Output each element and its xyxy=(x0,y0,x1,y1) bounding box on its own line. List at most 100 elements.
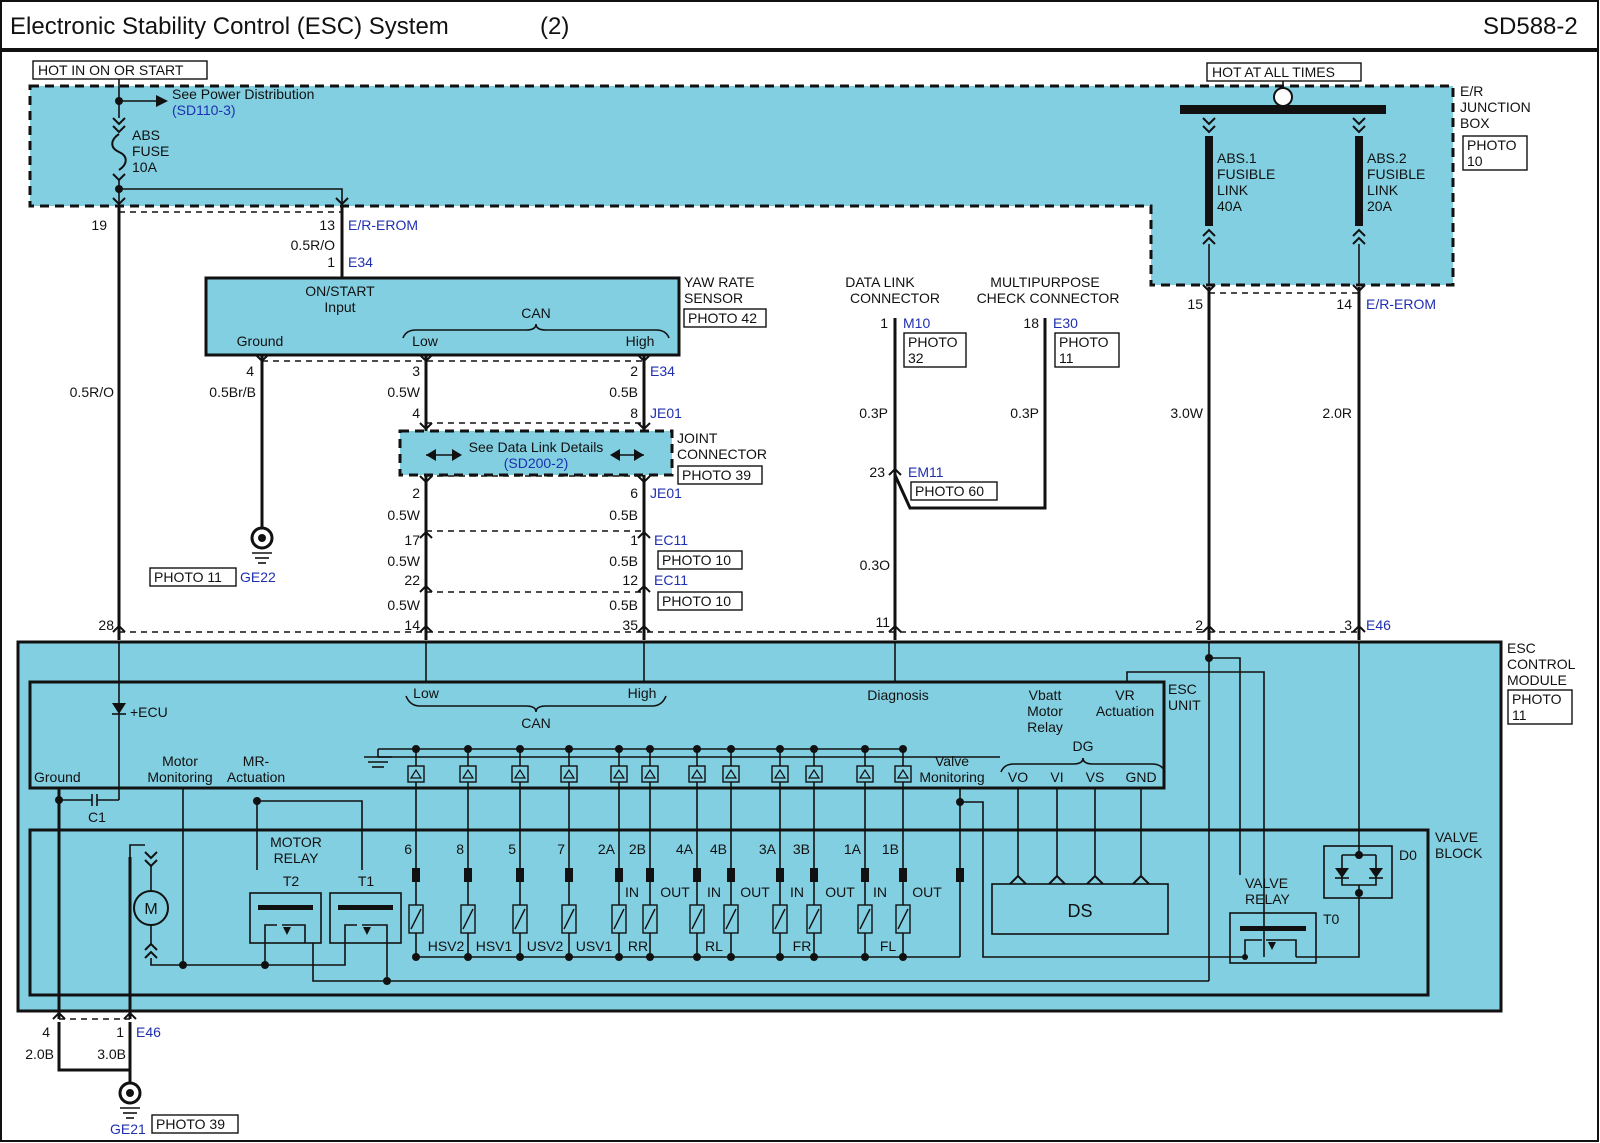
solenoid-mark-6 xyxy=(691,908,703,930)
wire-30w: 3.0W xyxy=(1170,405,1203,421)
pin-35-esc: 35 xyxy=(622,617,638,633)
wire-05b-1: 0.5B xyxy=(609,384,638,400)
pin-11-esc: 11 xyxy=(875,614,890,630)
joint-ref: (SD200-2) xyxy=(504,455,569,471)
valve-relay-name-1: VALVE xyxy=(1245,875,1288,891)
solenoid-mark-7 xyxy=(725,908,737,930)
junction-box xyxy=(28,84,1455,287)
conn-je01-bottom: JE01 xyxy=(650,485,682,501)
esc-diagnosis: Diagnosis xyxy=(867,687,928,703)
valve-connector-8 xyxy=(776,868,784,882)
driver-triangle-8 xyxy=(773,768,787,779)
d0-label: D0 xyxy=(1399,847,1417,863)
dg-vs: VS xyxy=(1086,769,1105,785)
pin-17-ec11: 17 xyxy=(404,532,420,548)
esc-module-name-3: MODULE xyxy=(1507,672,1567,688)
pin-8-je01: 8 xyxy=(630,405,638,421)
valve-name-fl: FL xyxy=(880,938,897,954)
photo-39-ge21: PHOTO 39 xyxy=(156,1116,225,1132)
motor-monitoring-1: Motor xyxy=(162,753,198,769)
valve-connector-0 xyxy=(412,868,420,882)
wire-03p-1: 0.3P xyxy=(859,405,888,421)
esc-module-name-1: ESC xyxy=(1507,640,1536,656)
c1-label: C1 xyxy=(88,809,106,825)
junction-label-2: JUNCTION xyxy=(1460,99,1531,115)
wire-05brb: 0.5Br/B xyxy=(209,384,256,400)
wire-05w-2: 0.5W xyxy=(387,507,420,523)
pin-15: 15 xyxy=(1187,296,1203,312)
valve-connector-11 xyxy=(899,868,907,882)
valve-name-fr: FR xyxy=(793,938,812,954)
solenoid-mark-0 xyxy=(410,908,422,930)
motor-monitoring-2: Monitoring xyxy=(147,769,212,785)
valve-out-label-7: OUT xyxy=(912,884,942,900)
driver-triangle-2 xyxy=(513,768,527,779)
valve-name-usv1: USV1 xyxy=(576,938,613,954)
valve-num-6: 4A xyxy=(676,841,694,857)
esc-unit xyxy=(28,680,1166,790)
see-power-ref: (SD110-3) xyxy=(172,102,236,118)
conn-em11: EM11 xyxy=(908,464,944,480)
esc-can-low: Low xyxy=(413,685,440,701)
conn-e-r-erom-2: E/R-EROM xyxy=(1366,296,1436,312)
valve-connector-7 xyxy=(727,868,735,882)
yaw-photo: PHOTO 42 xyxy=(688,310,757,326)
esc-ground-label: Ground xyxy=(34,769,81,785)
yaw-low: Low xyxy=(412,333,439,349)
dg-gnd: GND xyxy=(1125,769,1156,785)
abs1-label-4: 40A xyxy=(1217,198,1243,214)
pin-19: 19 xyxy=(91,217,107,233)
yaw-name-1: YAW RATE xyxy=(684,274,755,290)
pin-12-ec11: 12 xyxy=(622,572,638,588)
esc-unit-name-2: UNIT xyxy=(1168,697,1201,713)
pin-28-esc: 28 xyxy=(98,617,114,633)
pin-1-e34: 1 xyxy=(327,254,335,270)
ds-label: DS xyxy=(1067,901,1092,921)
yaw-on-start: ON/START xyxy=(305,283,375,299)
joint-name-1: JOINT xyxy=(677,430,718,446)
pin-1-ec11: 1 xyxy=(630,532,638,548)
esc-unit-name-1: ESC xyxy=(1168,681,1197,697)
joint-photo: PHOTO 39 xyxy=(682,467,751,483)
ds-block xyxy=(991,883,1169,935)
valve-name-hsv1: HSV1 xyxy=(476,938,513,954)
junction-photo-2: 10 xyxy=(1467,153,1483,169)
valve-block-name-2: BLOCK xyxy=(1435,845,1483,861)
solenoid-mark-10 xyxy=(859,908,871,930)
valve-out-label-5: OUT xyxy=(825,884,855,900)
photo-10-ec11-2: PHOTO 10 xyxy=(662,593,731,609)
esc-module-photo-1: PHOTO xyxy=(1512,691,1562,707)
relay-t2-label: T2 xyxy=(283,873,300,889)
abs-fuse-label-1: ABS xyxy=(132,127,160,143)
valve-in-label-6: IN xyxy=(873,884,887,900)
esc-control-module xyxy=(16,640,1503,1013)
vr-act-1: VR xyxy=(1115,687,1134,703)
joint-connector xyxy=(398,429,674,477)
valve-in-label-4: IN xyxy=(790,884,804,900)
yaw-input: Input xyxy=(324,299,355,315)
pin-14-esc: 14 xyxy=(404,617,420,633)
pin-2-esc: 2 xyxy=(1195,617,1203,633)
wire-03p-2: 0.3P xyxy=(1010,405,1039,421)
abs-fuse-label-2: FUSE xyxy=(132,143,169,159)
valve-block xyxy=(28,828,1430,997)
valve-in-label-0: IN xyxy=(625,884,639,900)
valve-connector-3 xyxy=(565,868,573,882)
conn-ec11-2: EC11 xyxy=(654,572,688,588)
driver-triangle-6 xyxy=(690,768,704,779)
pin-3-esc: 3 xyxy=(1344,617,1352,633)
driver-triangle-3 xyxy=(562,768,576,779)
wire-05b-2: 0.5B xyxy=(609,507,638,523)
page-number: (2) xyxy=(540,13,569,40)
pin-4-e46: 4 xyxy=(42,1024,50,1040)
solenoid-mark-4 xyxy=(613,908,625,930)
relay-t1-label: T1 xyxy=(358,873,375,889)
solenoid-mark-9 xyxy=(808,908,820,930)
vr-act-2: Actuation xyxy=(1096,703,1154,719)
conn-ge21: GE21 xyxy=(110,1121,146,1137)
esc-can-high: High xyxy=(628,685,657,701)
solenoid-mark-3 xyxy=(563,908,575,930)
driver-triangle-4 xyxy=(612,768,626,779)
valve-monitoring-2: Monitoring xyxy=(919,769,984,785)
conn-e30: E30 xyxy=(1053,315,1078,331)
